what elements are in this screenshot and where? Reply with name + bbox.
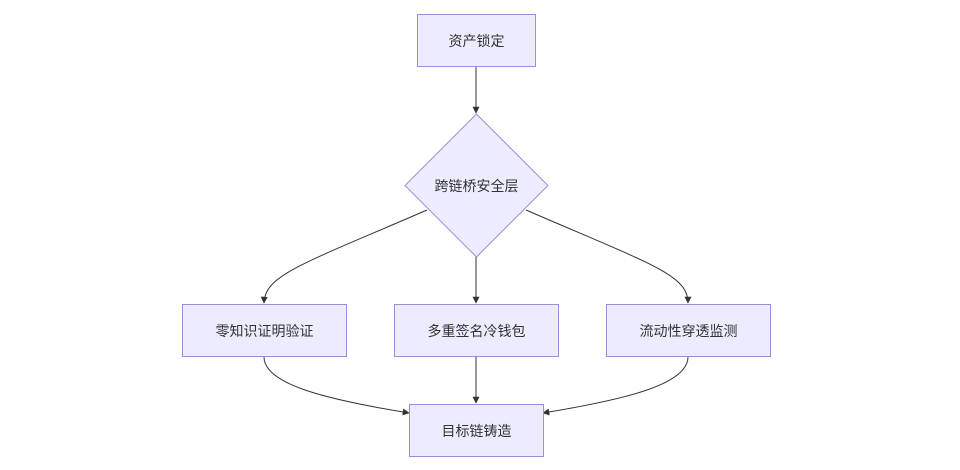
edge-bridge-security-to-zk-proof xyxy=(260,209,428,304)
node-multisig-wallet-label: 多重签名冷钱包 xyxy=(427,323,526,340)
node-asset-lock-label: 资产锁定 xyxy=(448,33,505,50)
decision-diamond-shape xyxy=(404,113,549,258)
node-bridge-security: 跨链桥安全层 xyxy=(404,113,549,258)
edge-zk-proof-to-target-mint xyxy=(263,356,410,416)
node-liquidity-monitor: 流动性穿透监测 xyxy=(606,304,771,357)
node-target-mint: 目标链铸造 xyxy=(409,404,544,457)
edge-liquidity-monitor-to-target-mint xyxy=(542,356,689,416)
node-bridge-security-label: 跨链桥安全层 xyxy=(434,178,519,195)
node-liquidity-monitor-label: 流动性穿透监测 xyxy=(639,323,738,340)
node-target-mint-label: 目标链铸造 xyxy=(441,423,512,440)
node-zk-proof-label: 零知识证明验证 xyxy=(215,323,314,340)
node-asset-lock: 资产锁定 xyxy=(417,14,536,67)
node-zk-proof: 零知识证明验证 xyxy=(182,304,347,357)
edge-bridge-security-to-liquidity-monitor xyxy=(525,209,692,304)
node-multisig-wallet: 多重签名冷钱包 xyxy=(394,304,559,357)
